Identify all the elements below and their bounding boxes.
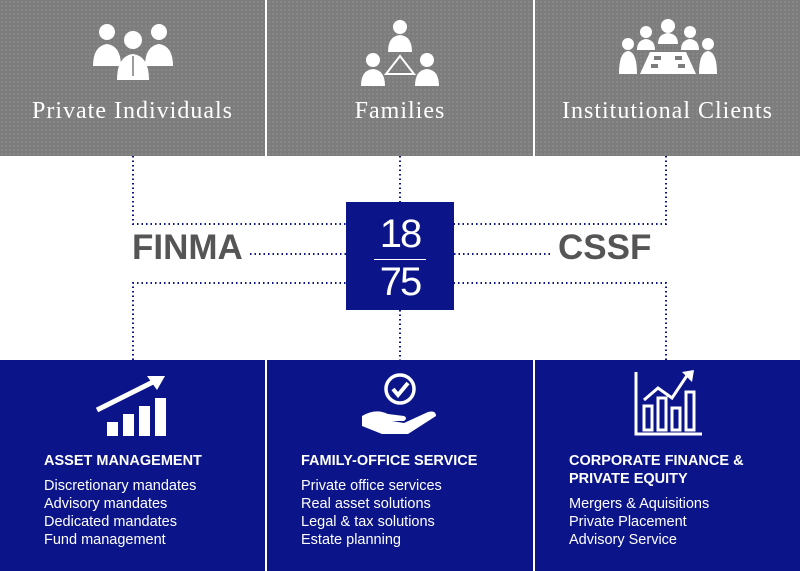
client-panel-private-individuals: Private Individuals	[0, 0, 265, 156]
service-list: Discretionary mandates Advisory mandates…	[44, 477, 255, 549]
client-panel-institutional-clients: Institutional Clients	[535, 0, 800, 156]
growth-bar-chart-icon	[95, 376, 166, 436]
list-item: Advisory mandates	[44, 496, 168, 512]
list-item: Dedicated mandates	[44, 514, 177, 530]
service-panel-family-office: FAMILY-OFFICE SERVICE Private office ser…	[267, 360, 533, 571]
client-panel-families: Families	[267, 0, 533, 156]
client-label: Private Individuals	[32, 98, 233, 124]
list-item: Fund management	[44, 532, 166, 548]
service-title: CORPORATE FINANCE & PRIVATE EQUITY	[569, 453, 744, 487]
service-list: Private office services Real asset solut…	[301, 477, 523, 549]
logo-top-number: 18	[379, 212, 423, 256]
list-item: Real asset solutions	[301, 496, 431, 512]
boardroom-meeting-icon	[618, 19, 717, 74]
list-item: Private office services	[301, 478, 442, 494]
regulator-cssf: CSSF	[558, 228, 652, 267]
finance-chart-icon	[634, 370, 702, 436]
client-label: Institutional Clients	[562, 98, 773, 124]
service-title: ASSET MANAGEMENT	[44, 453, 202, 469]
regulator-finma: FINMA	[132, 228, 243, 267]
service-list: Mergers & Aquisitions Private Placement …	[569, 495, 790, 549]
family-network-icon	[361, 20, 439, 86]
service-panel-corporate-finance: CORPORATE FINANCE & PRIVATE EQUITY Merge…	[535, 360, 800, 571]
client-label: Families	[354, 98, 446, 124]
service-panel-asset-management: ASSET MANAGEMENT Discretionary mandates …	[0, 360, 265, 571]
service-title: FAMILY-OFFICE SERVICE	[301, 453, 478, 469]
brand-logo: 18 75	[346, 202, 454, 310]
logo-divider	[374, 259, 426, 260]
logo-bottom-number: 75	[379, 260, 423, 304]
list-item: Estate planning	[301, 532, 401, 548]
list-item: Discretionary mandates	[44, 478, 197, 494]
list-item: Private Placement	[569, 514, 687, 530]
hand-with-checkmark-icon	[362, 373, 436, 434]
list-item: Legal & tax solutions	[301, 514, 435, 530]
list-item: Advisory Service	[569, 532, 677, 548]
group-of-people-icon	[92, 24, 173, 80]
list-item: Mergers & Aquisitions	[569, 496, 710, 512]
